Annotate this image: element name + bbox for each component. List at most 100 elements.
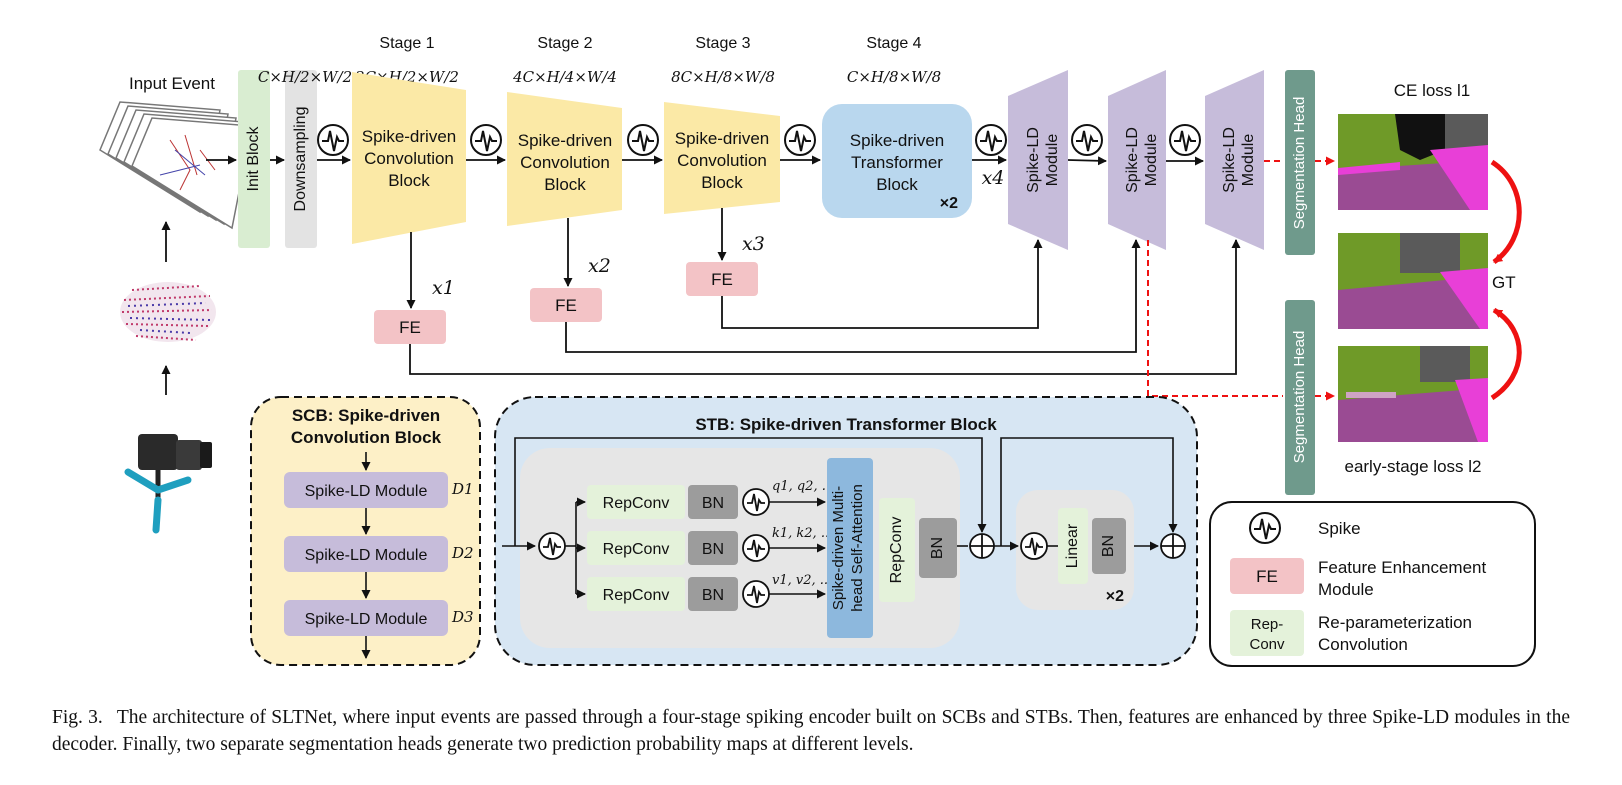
segmentation-head-2-label: Segmentation Head [1291, 331, 1308, 464]
fe-module-1 [374, 310, 446, 344]
stage4-stb-block [822, 104, 972, 218]
legend-repconv-box [1230, 610, 1304, 656]
stb-k-label: k1, k2, ... [772, 526, 833, 541]
downsampling-label: Downsampling [292, 107, 309, 212]
scb-title-line1: SCB: Spike-driven [292, 406, 440, 425]
decoder-spike-ld-module-2 [1108, 70, 1166, 250]
init-block-label: Init Block [245, 126, 262, 192]
spike-icon [1249, 512, 1281, 544]
scb-module-3-label: Spike-LD Module [305, 611, 428, 628]
feature-x2: x2 [588, 255, 611, 277]
spike-icon [1071, 124, 1103, 156]
legend-rep-text-line2: Convolution [1318, 635, 1408, 654]
stb-repconv-k-label: RepConv [603, 541, 670, 558]
stage3-block-line3: Block [701, 173, 743, 192]
stb-attention-line2: head Self-Attention [849, 484, 866, 612]
feature-x3: x3 [742, 233, 765, 255]
ld1-line2: Module [1044, 134, 1061, 187]
spike-icon [317, 124, 349, 156]
figure-caption: Fig. 3.The architecture of SLTNet, where… [52, 704, 1570, 758]
legend-rep-text-line1: Re-parameterization [1318, 613, 1472, 632]
legend-fe-text-line2: Module [1318, 580, 1374, 599]
ld3-line2: Module [1240, 134, 1257, 187]
stb-bn-out-label: BN [929, 537, 946, 559]
stb-repconv-q [587, 485, 685, 519]
spike-icon [975, 124, 1007, 156]
stb-mlp-repeat: ×2 [1106, 588, 1124, 605]
spike-icon [470, 124, 502, 156]
event-point-cloud-icon [120, 282, 216, 342]
stb-bn-mlp [1092, 518, 1126, 574]
spike-icon [538, 532, 566, 560]
legend-rep-box-line2: Conv [1249, 636, 1285, 653]
prediction-map-2 [1338, 346, 1488, 442]
stage4-dim: C×H/8×W/8 [847, 68, 941, 86]
stage2-title: Stage 2 [537, 35, 592, 52]
stage1-block-line2: Convolution [364, 149, 454, 168]
stb-bn-mlp-label: BN [1100, 535, 1117, 557]
stb-self-attention [827, 458, 873, 638]
ld2-line2: Module [1143, 134, 1160, 187]
downsampling-dim: C×H/2×W/2 [258, 68, 352, 86]
stb-repconv-v [587, 577, 685, 611]
stb-repconv-v-label: RepConv [603, 587, 670, 604]
stage3-scb-block [664, 102, 780, 214]
add-icon [969, 533, 995, 559]
stb-title: STB: Spike-driven Transformer Block [695, 415, 997, 434]
scb-spike-ld-module-3 [284, 600, 448, 636]
downsampling-block [285, 70, 317, 248]
spike-icon [627, 124, 659, 156]
decoder-spike-ld-module-3 [1205, 70, 1264, 250]
stb-bn-q-label: BN [702, 495, 724, 512]
stage4-repeat: ×2 [940, 195, 958, 212]
ground-truth-map [1338, 233, 1488, 329]
fe-label-1: FE [399, 318, 421, 337]
spike-icon [742, 488, 770, 516]
spike-icon [1169, 124, 1201, 156]
scb-module-2-label: Spike-LD Module [305, 547, 428, 564]
legend-spike-label: Spike [1318, 519, 1361, 538]
ld3-line1: Spike-LD [1221, 127, 1238, 193]
scb-spike-ld-module-2 [284, 536, 448, 572]
ld2-line1: Spike-LD [1124, 127, 1141, 193]
scb-tag-d1: D1 [451, 480, 474, 498]
stb-repconv-out [879, 498, 915, 602]
input-event-title: Input Event [129, 74, 215, 93]
scb-module-1-label: Spike-LD Module [305, 483, 428, 500]
stage2-scb-block [507, 92, 622, 226]
stb-bn-v-label: BN [702, 587, 724, 604]
stage1-title: Stage 1 [379, 35, 434, 52]
scb-tag-d3: D3 [451, 608, 474, 626]
stage2-block-line2: Convolution [520, 153, 610, 172]
decoder-spike-ld-module-1 [1008, 70, 1068, 250]
stage2-dim: 4C×H/4×W/4 [512, 68, 617, 86]
legend-fe-text-line1: Feature Enhancement [1318, 558, 1486, 577]
stage4-title: Stage 4 [866, 35, 921, 52]
legend-fe-box-label: FE [1256, 567, 1278, 586]
stb-linear-label: Linear [1064, 523, 1081, 568]
spike-icon [1020, 532, 1048, 560]
stb-bn-q [688, 485, 738, 519]
stb-q-label: q1, q2, ... [772, 479, 834, 494]
stage3-block-line2: Convolution [677, 151, 767, 170]
stb-repconv-out-label: RepConv [888, 517, 905, 584]
segmentation-head-2 [1285, 300, 1315, 495]
spike-icon [742, 580, 770, 608]
stb-linear [1058, 508, 1088, 584]
ce-loss-label: CE loss l1 [1394, 81, 1471, 100]
scb-title-line2: Convolution Block [291, 428, 442, 447]
architecture-diagram: Input Event Init Block Downsampling C×H/… [99, 35, 1536, 667]
fe-label-2: FE [555, 296, 577, 315]
stage4-block-line2: Transformer [851, 153, 943, 172]
scb-tag-d2: D2 [451, 544, 474, 562]
stage1-scb-block [352, 72, 466, 244]
stage1-block-line1: Spike-driven [362, 127, 457, 146]
gt-label: GT [1492, 273, 1516, 292]
stage4-block-line1: Spike-driven [850, 131, 945, 150]
segmentation-head-1-label: Segmentation Head [1291, 97, 1308, 230]
segmentation-head-1 [1285, 70, 1315, 255]
stage2-block-line3: Block [544, 175, 586, 194]
stb-v-label: v1, v2, ... [772, 573, 832, 588]
figure-number: Fig. 3. [52, 707, 103, 728]
event-frames-icon [99, 101, 253, 230]
